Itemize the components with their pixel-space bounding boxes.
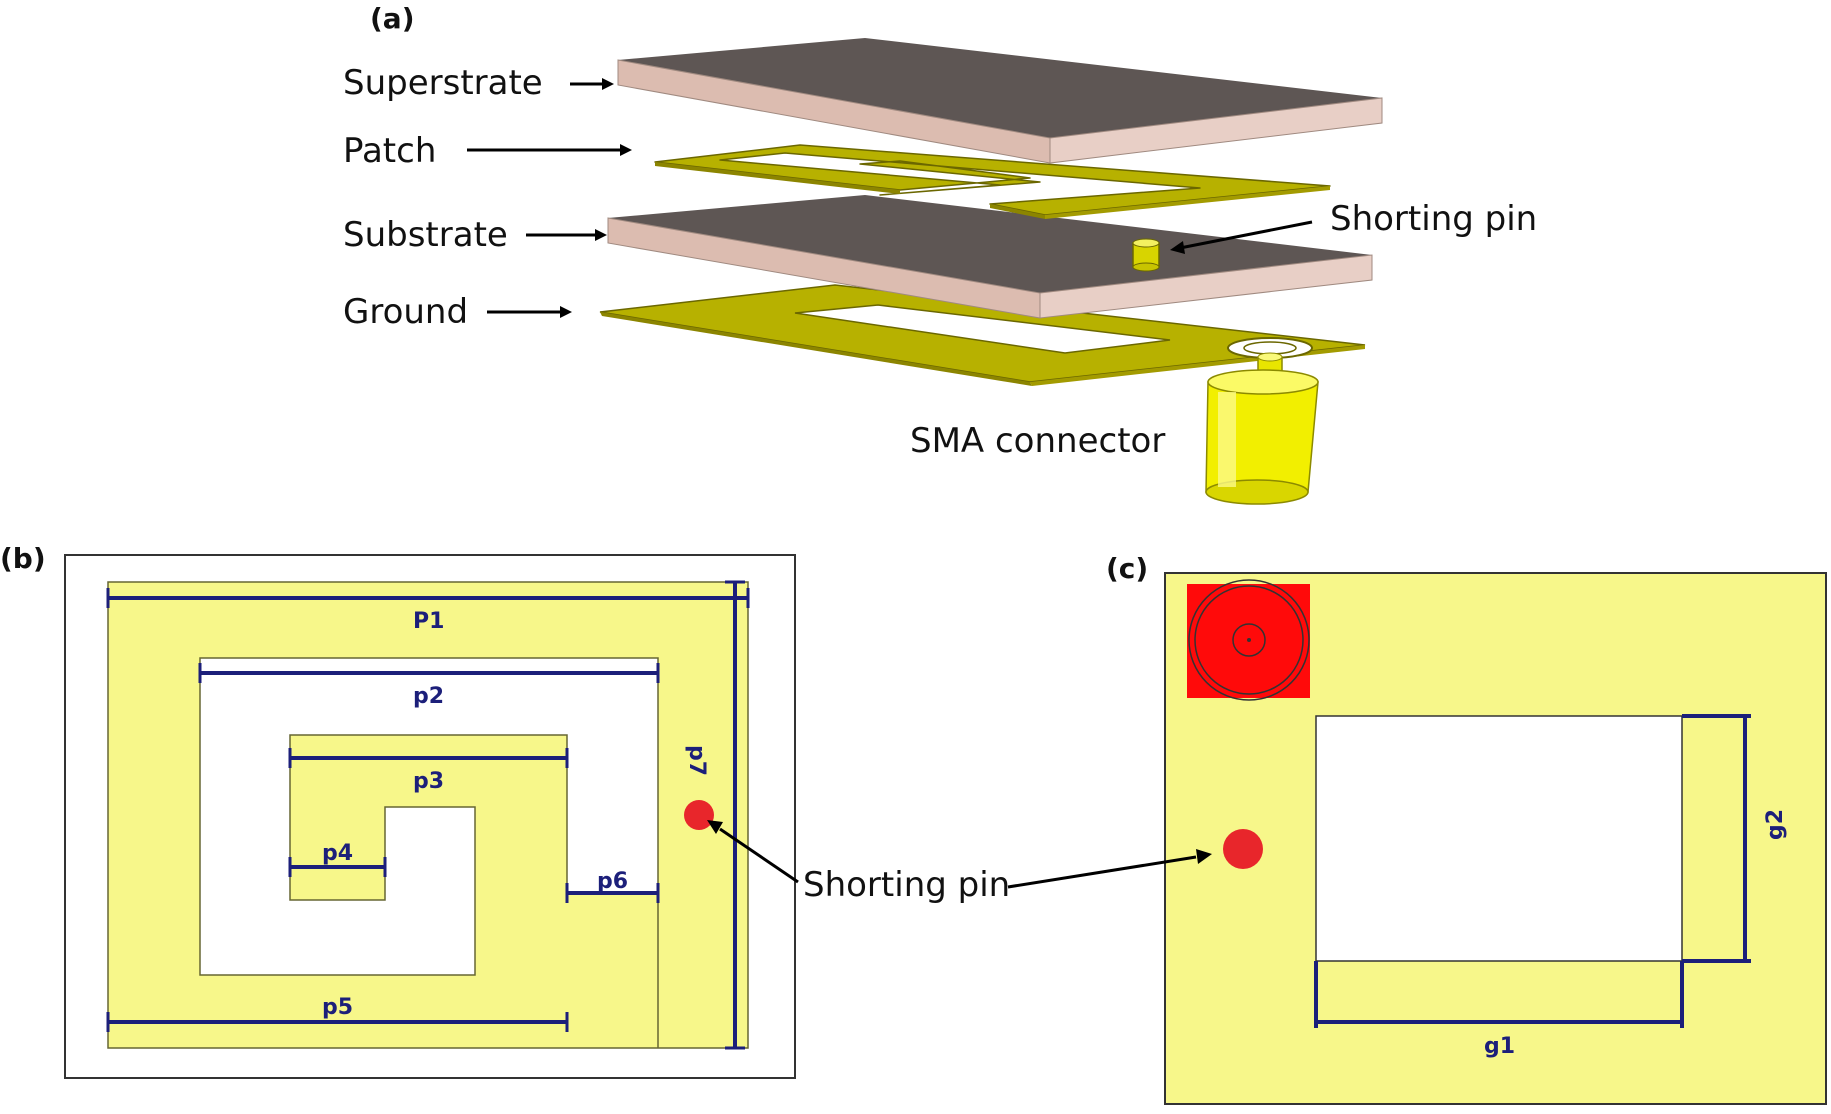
dimension-p3: p3 [288, 748, 569, 794]
dimension-p5: p5 [106, 995, 569, 1032]
svg-text:p4: p4 [322, 841, 353, 866]
dimension-p4: p4 [288, 841, 387, 877]
svg-text:p6: p6 [597, 869, 628, 894]
svg-text:g2: g2 [1763, 809, 1788, 840]
shorting-pin-3d [1132, 238, 1160, 272]
substrate-3d [607, 195, 1373, 319]
label-patch: Patch [343, 131, 436, 171]
label-ground: Ground [343, 292, 468, 332]
svg-text:p2: p2 [413, 684, 444, 709]
svg-text:p5: p5 [322, 995, 353, 1020]
svg-text:p7: p7 [684, 745, 709, 776]
dimension-p2: p2 [198, 663, 660, 709]
label-substrate: Substrate [343, 215, 508, 255]
dimension-g1: g1 [1314, 961, 1684, 1059]
svg-text:p3: p3 [413, 769, 444, 794]
svg-text:g1: g1 [1484, 1034, 1515, 1059]
sma-connector-3d [1205, 352, 1319, 505]
panel-label-b: (b) [0, 542, 46, 575]
label-sma-connector: SMA connector [910, 421, 1165, 461]
sma-footprint [1187, 579, 1310, 701]
panel-label-a: (a) [370, 2, 415, 35]
arrow-shorting-pin-b [719, 827, 799, 884]
ground-slot [1315, 715, 1683, 962]
dimension-p7: p7 [684, 580, 745, 1050]
panel-label-c: (c) [1106, 552, 1148, 585]
dimension-p6: p6 [565, 869, 660, 903]
dimension-g2: g2 [1682, 714, 1788, 963]
superstrate-3d [617, 38, 1383, 164]
dimension-p1: P1 [106, 588, 750, 634]
label-shorting-pin-a: Shorting pin [1330, 199, 1537, 239]
svg-text:P1: P1 [413, 609, 444, 634]
shorting-pin-b [684, 800, 714, 830]
shorting-pin-c [1223, 829, 1263, 869]
arrow-shorting-pin-a [1179, 220, 1313, 250]
label-shorting-pin-bc: Shorting pin [803, 865, 1010, 905]
label-superstrate: Superstrate [343, 63, 543, 103]
patch-3d [654, 144, 1331, 219]
arrow-shorting-pin-c [1007, 855, 1197, 889]
